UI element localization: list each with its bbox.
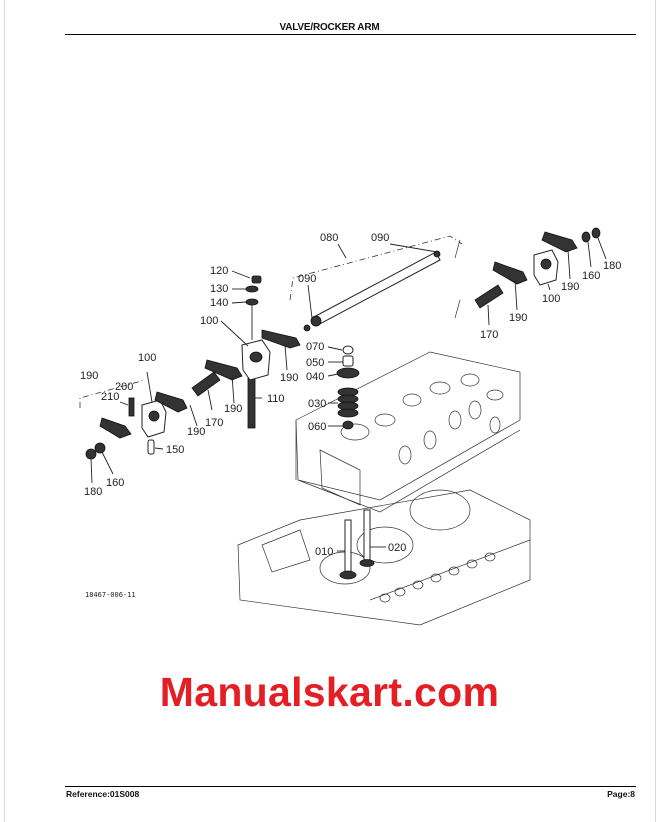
- callout-090: 090: [371, 232, 389, 244]
- callout-130: 130: [210, 283, 228, 295]
- cylinder-block: [237, 489, 531, 626]
- callout-160: 160: [582, 270, 600, 282]
- footer-divider: [65, 786, 636, 787]
- callout-labels: 120 130 140 100 100 100 110 080 090 090 …: [80, 232, 621, 599]
- watermark: Manualskart.com: [159, 669, 500, 715]
- callout-150: 150: [166, 444, 184, 456]
- callout-190: 190: [561, 281, 579, 293]
- cylinder-head: [295, 351, 521, 513]
- callout-030: 030: [308, 398, 326, 410]
- callout-010: 010: [315, 546, 333, 558]
- callout-060: 060: [308, 421, 326, 433]
- rocker-brackets: [141, 249, 559, 438]
- callout-110: 110: [267, 393, 285, 405]
- callout-170: 170: [480, 329, 498, 341]
- springs-and-washers: [79, 227, 601, 460]
- callout-090: 090: [298, 273, 316, 285]
- rocker-arms: [99, 231, 578, 439]
- callout-100: 100: [138, 352, 156, 364]
- page-border-right: [655, 0, 656, 822]
- callout-080: 080: [320, 232, 338, 244]
- page-border-left: [4, 0, 5, 822]
- figure-code: 18467-006-11: [85, 591, 136, 599]
- callout-070: 070: [306, 341, 324, 353]
- callout-050: 050: [306, 357, 324, 369]
- callout-140: 140: [210, 297, 228, 309]
- callout-020: 020: [388, 542, 406, 554]
- callout-190: 190: [80, 370, 98, 382]
- valve-parts: [336, 345, 375, 580]
- callout-120: 120: [210, 265, 228, 277]
- callout-190: 190: [280, 372, 298, 384]
- callout-200: 200: [115, 381, 133, 393]
- callout-100: 100: [542, 293, 560, 305]
- callout-190: 190: [509, 312, 527, 324]
- callout-040: 040: [306, 371, 324, 383]
- rocker-shaft: [289, 235, 463, 332]
- leader-lines: [90, 237, 607, 552]
- callout-180: 180: [84, 486, 102, 498]
- callout-190: 190: [187, 426, 205, 438]
- page-title: VALVE/ROCKER ARM: [279, 22, 380, 33]
- page-number: Page:8: [607, 789, 635, 799]
- callout-170: 170: [205, 417, 223, 429]
- callout-160: 160: [106, 477, 124, 489]
- header-divider: [65, 34, 636, 35]
- callout-180: 180: [603, 260, 621, 272]
- callout-100: 100: [200, 315, 218, 327]
- reference-number: Reference:01S008: [66, 789, 140, 799]
- callout-210: 210: [101, 391, 119, 403]
- callout-190: 190: [224, 403, 242, 415]
